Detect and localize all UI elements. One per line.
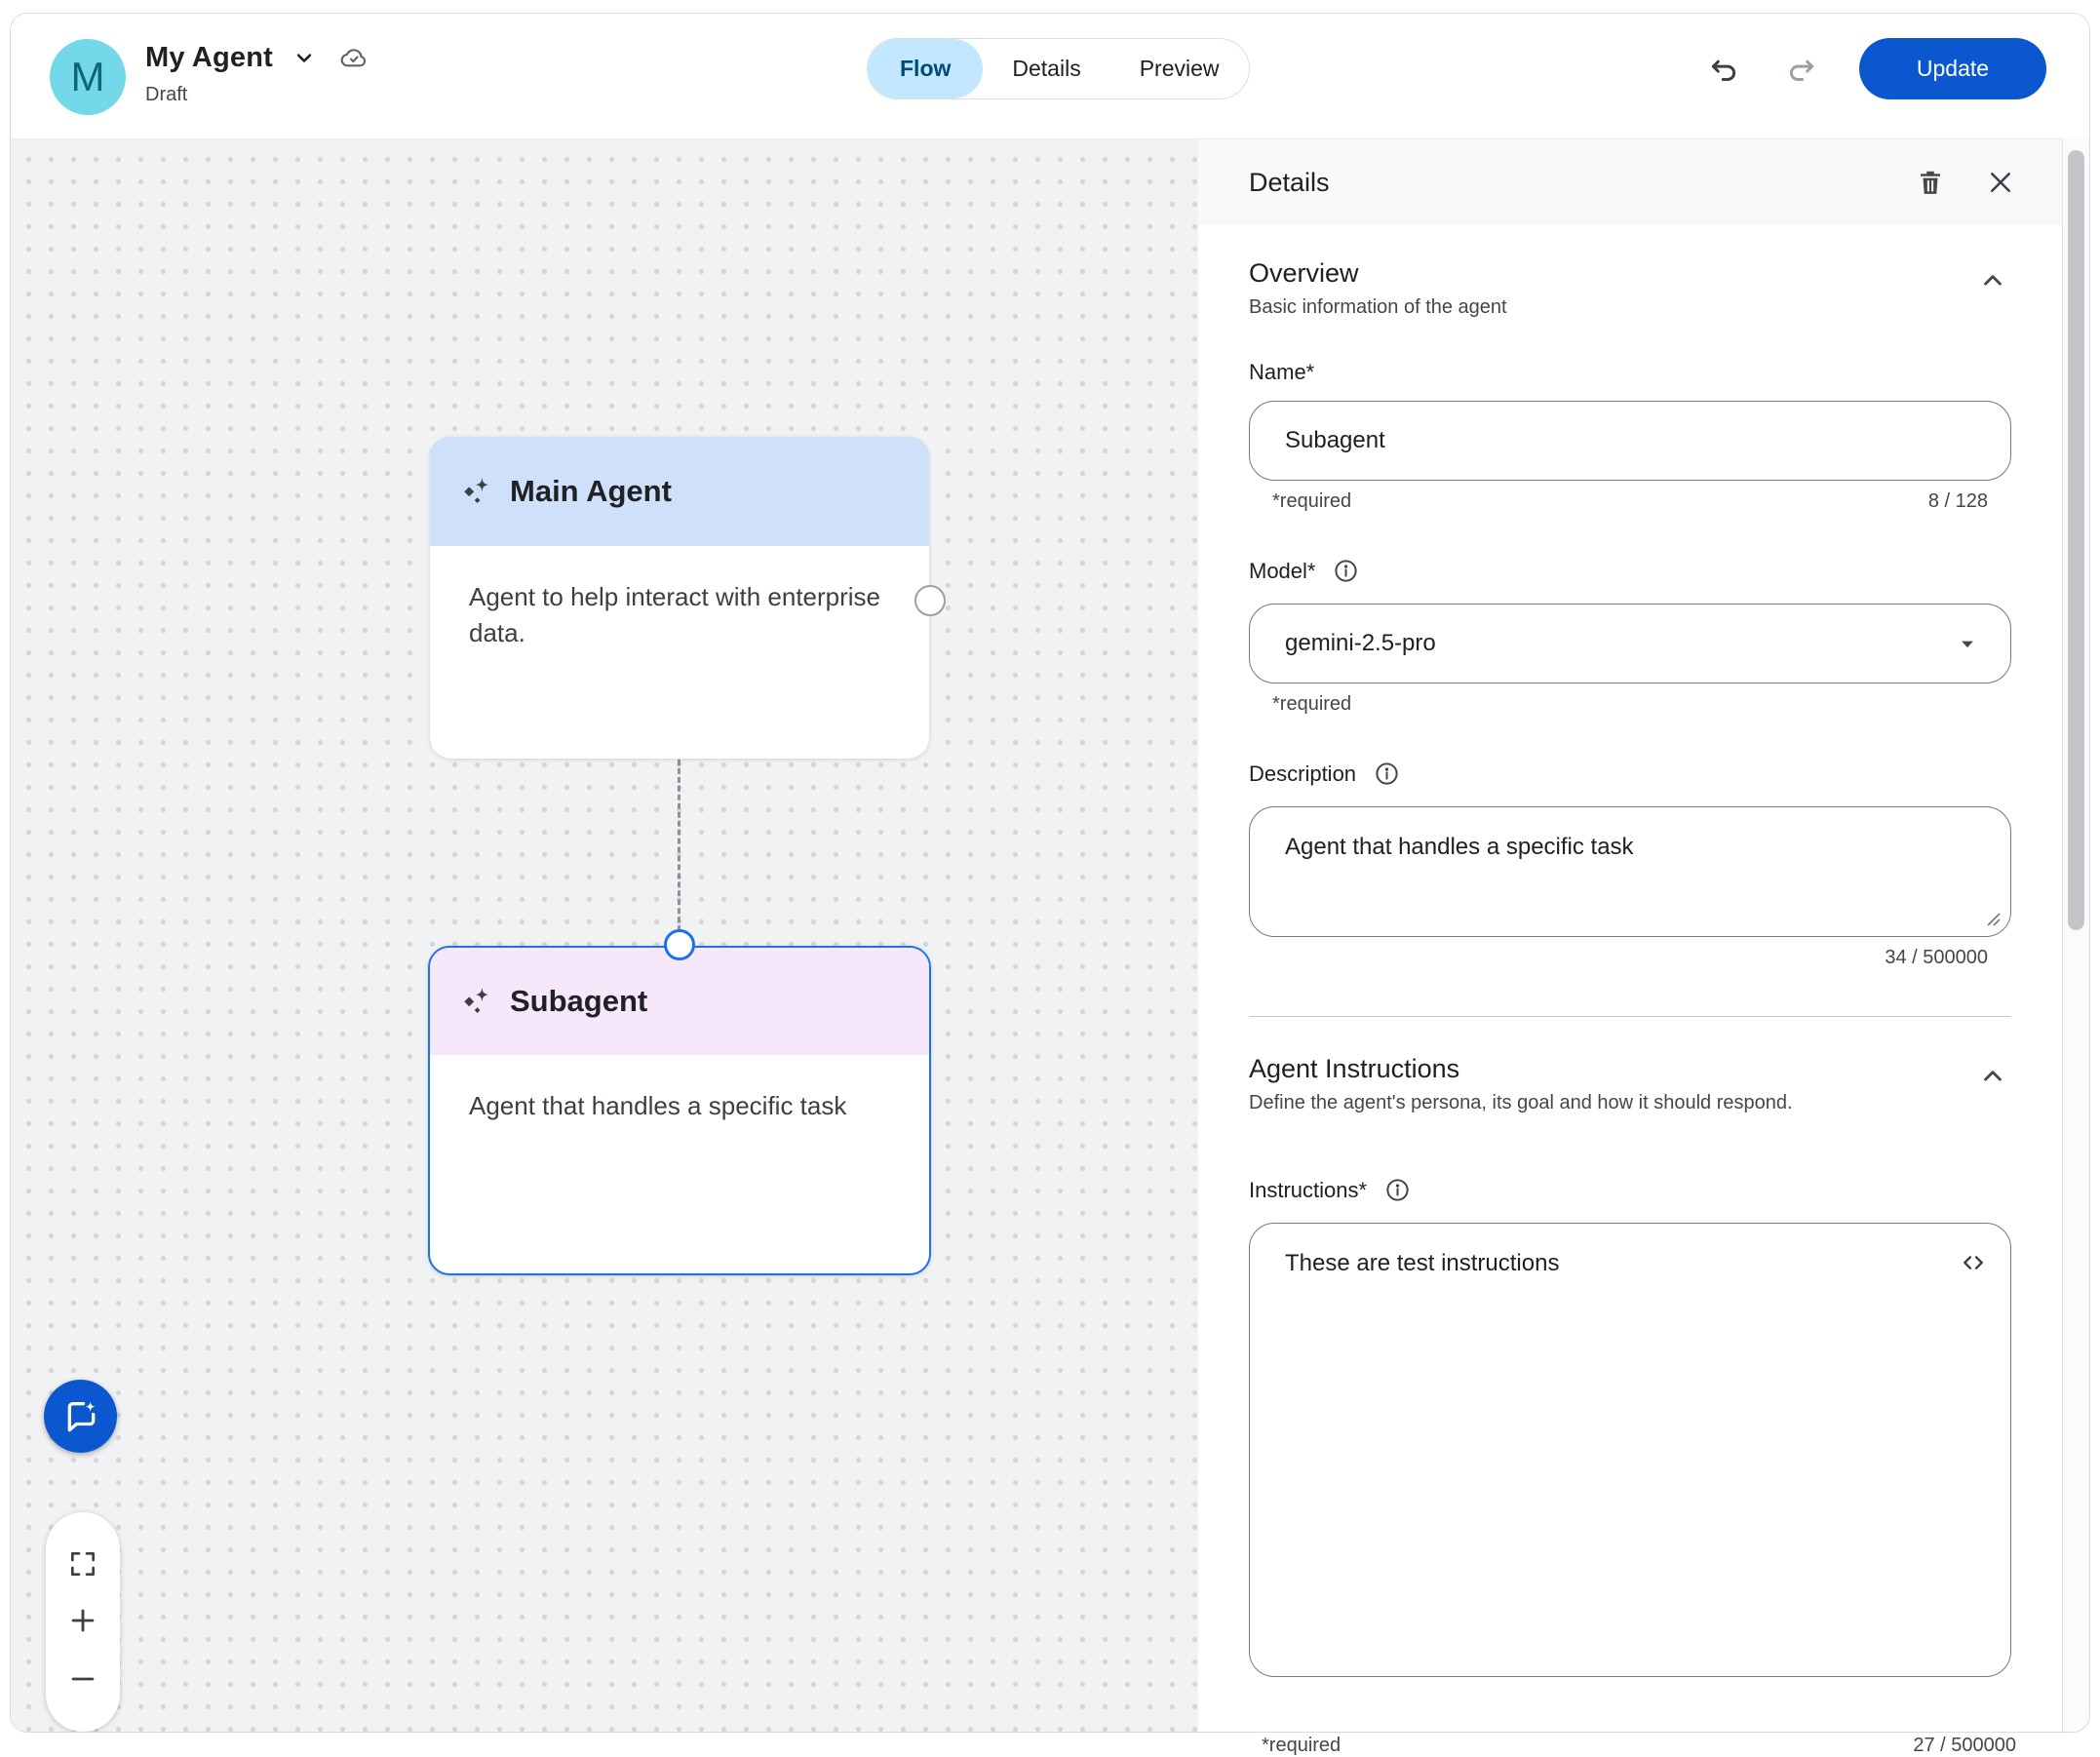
details-panel-header: Details: [1198, 139, 2062, 225]
instructions-label: Instructions*: [1249, 1177, 1368, 1202]
top-header: M My Agent Dr: [11, 14, 2089, 138]
model-select[interactable]: gemini-2.5-pro: [1249, 604, 2011, 683]
node-title: Main Agent: [510, 474, 672, 508]
instructions-textarea[interactable]: These are test instructions: [1249, 1223, 2011, 1677]
name-helper-row: *required 8 / 128: [1249, 490, 2011, 513]
topbar-actions: Update: [1703, 38, 2046, 99]
minus-icon: [66, 1662, 99, 1696]
model-helper-row: *required: [1249, 693, 2011, 716]
fullscreen-icon: [67, 1548, 98, 1580]
collapse-instructions-button[interactable]: [1974, 1058, 2011, 1095]
canvas-zoom-controls: [46, 1512, 120, 1732]
overview-heading: Overview: [1249, 258, 1359, 288]
chevron-down-icon: [291, 44, 318, 71]
status-badge: Draft: [145, 84, 188, 105]
panel-scrollbar-thumb[interactable]: [2068, 150, 2084, 930]
close-panel-button[interactable]: [1982, 164, 2019, 201]
node-subagent[interactable]: Subagent Agent that handles a specific t…: [428, 929, 931, 1275]
model-required-hint: *required: [1272, 693, 1352, 715]
save-status-button[interactable]: [335, 39, 372, 76]
instructions-heading: Agent Instructions: [1249, 1054, 1460, 1083]
name-char-counter: 8 / 128: [1927, 490, 1988, 512]
node-main-agent[interactable]: Main Agent Agent to help interact with e…: [430, 437, 946, 759]
panel-title: Details: [1249, 167, 1330, 197]
info-icon: [1374, 761, 1400, 787]
tab-preview[interactable]: Preview: [1110, 39, 1249, 98]
undo-button[interactable]: [1703, 49, 1744, 90]
undo-icon: [1707, 53, 1740, 86]
instructions-helper-row: *required 27 / 500000: [1238, 1735, 2040, 1757]
instructions-required-hint: *required: [1262, 1735, 1342, 1756]
agent-sparkle-icon: [459, 984, 494, 1019]
instructions-section-header: Agent Instructions Define the agent's pe…: [1249, 1054, 2011, 1114]
node-description: Agent that handles a specific task: [469, 1091, 847, 1120]
caret-down-icon: [1954, 630, 1981, 657]
instructions-char-counter: 27 / 500000: [1913, 1735, 2016, 1756]
overview-section-header: Overview Basic information of the agent: [1249, 258, 2011, 319]
page-title: My Agent: [145, 41, 274, 73]
node-subagent-header: Subagent: [430, 948, 929, 1055]
zoom-in-button[interactable]: [62, 1600, 103, 1641]
zoom-out-button[interactable]: [62, 1659, 103, 1699]
collapse-overview-button[interactable]: [1974, 262, 2011, 299]
node-description: Agent to help interact with enterprise d…: [469, 582, 881, 647]
info-icon: [1333, 558, 1359, 584]
details-panel: Details: [1198, 138, 2062, 1732]
model-selected-value: gemini-2.5-pro: [1285, 630, 1436, 656]
instructions-subheading: Define the agent's persona, its goal and…: [1249, 1092, 1793, 1113]
avatar-letter: M: [70, 54, 105, 99]
view-tabs: Flow Details Preview: [867, 38, 1250, 99]
tab-flow[interactable]: Flow: [868, 39, 984, 98]
info-icon: [1384, 1177, 1411, 1203]
update-button[interactable]: Update: [1859, 38, 2046, 99]
redo-icon: [1785, 53, 1818, 86]
plus-icon: [66, 1604, 99, 1637]
section-divider: [1249, 1016, 2011, 1017]
redo-button[interactable]: [1781, 49, 1822, 90]
chat-sparkle-icon: [61, 1397, 100, 1436]
name-label: Name*: [1249, 360, 1315, 384]
avatar: M: [50, 39, 126, 115]
code-icon: [1959, 1248, 1988, 1277]
model-info-button[interactable]: [1329, 554, 1363, 588]
node-title: Subagent: [510, 984, 648, 1018]
connection-handle-top[interactable]: [664, 929, 695, 960]
description-helper-row: 34 / 500000: [1249, 947, 2011, 969]
cloud-done-icon: [339, 43, 369, 72]
details-panel-body: Overview Basic information of the agent …: [1198, 225, 2062, 1677]
name-required-hint: *required: [1272, 490, 1352, 512]
connection-handle-right[interactable]: [914, 585, 946, 616]
resize-grip-icon[interactable]: [1982, 908, 2002, 927]
description-char-counter: 34 / 500000: [1885, 947, 1988, 968]
description-label: Description: [1249, 761, 1357, 786]
title-menu-button[interactable]: [287, 40, 322, 75]
instructions-info-button[interactable]: [1381, 1173, 1415, 1207]
flow-canvas[interactable]: Main Agent Agent to help interact with e…: [11, 138, 1198, 1732]
connector-edge: [678, 760, 681, 949]
description-textarea[interactable]: Agent that handles a specific task: [1249, 806, 2011, 937]
fit-view-button[interactable]: [63, 1544, 102, 1583]
trash-icon: [1916, 168, 1945, 197]
title-block: My Agent Draft: [145, 39, 372, 106]
agent-sparkle-icon: [459, 474, 494, 509]
node-main-agent-header: Main Agent: [430, 437, 929, 546]
model-label: Model*: [1249, 558, 1316, 583]
chevron-up-icon: [1978, 1062, 2007, 1091]
chevron-up-icon: [1978, 266, 2007, 295]
tab-details[interactable]: Details: [983, 39, 1109, 98]
overview-subheading: Basic information of the agent: [1249, 296, 1507, 318]
name-input[interactable]: [1249, 401, 2011, 481]
close-icon: [1986, 168, 2015, 197]
panel-scrollbar[interactable]: [2062, 138, 2089, 1732]
description-info-button[interactable]: [1370, 757, 1404, 791]
agent-builder-window: M My Agent Dr: [10, 13, 2090, 1733]
delete-node-button[interactable]: [1912, 164, 1949, 201]
code-view-button[interactable]: [1955, 1244, 1992, 1281]
ai-chat-fab[interactable]: [44, 1380, 117, 1453]
